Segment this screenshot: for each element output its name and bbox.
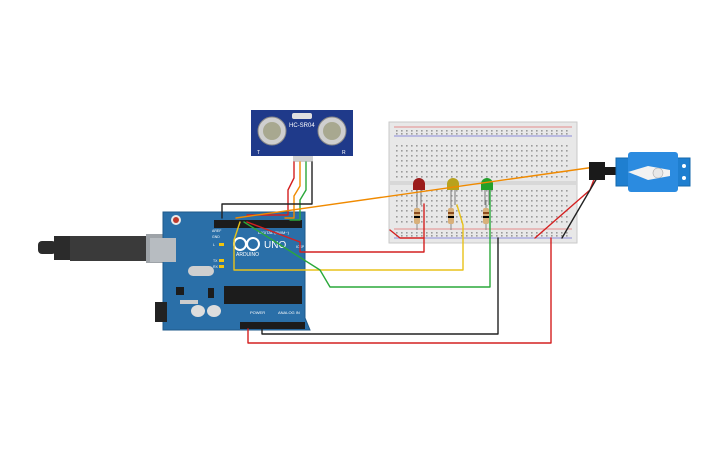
sensor-vcc-wire[interactable] [246,161,295,216]
sensor-t-label: T [257,150,260,156]
wires [221,161,601,344]
servo-connector[interactable] [589,162,605,180]
l-label: L [213,243,215,247]
sensor-gnd-wire[interactable] [221,161,313,219]
sensor-trig-wire[interactable] [284,161,301,219]
servo-signal-wire[interactable] [235,166,596,219]
arduino-model-label: UNO [264,240,286,251]
tx-label: TX [213,259,218,263]
analog-label: ANALOG IN [278,310,300,315]
power-label: POWER [250,310,265,315]
sensor-echo-wire[interactable] [289,161,307,221]
microcontroller-chip [224,286,302,304]
green-led[interactable] [481,178,493,205]
gnd-wire[interactable] [261,237,499,335]
bb-rail-wire[interactable] [389,229,425,239]
green-led-wire[interactable] [243,189,491,288]
gnd-label: GND [212,235,220,239]
ultrasonic-sensor[interactable]: HC-SR04 T R [251,110,353,162]
rx-label: RX [213,265,219,269]
power-analog-header [240,322,305,329]
arduino-board[interactable]: UNO ARDUINO DIGITAL (PWM~) POWER ANALOG … [150,211,311,331]
digital-header [214,220,302,228]
red-led-wire[interactable] [246,203,425,253]
sensor-r-label: R [342,150,346,156]
servo-motor[interactable] [589,152,691,192]
yellow-led-wire[interactable] [233,204,464,271]
sensor-model-label: HC-SR04 [289,123,315,129]
power-wire[interactable] [247,237,552,344]
arduino-brand-label: ARDUINO [236,252,259,258]
aref-label: AREF [212,229,221,233]
resistor-3[interactable] [483,200,489,230]
